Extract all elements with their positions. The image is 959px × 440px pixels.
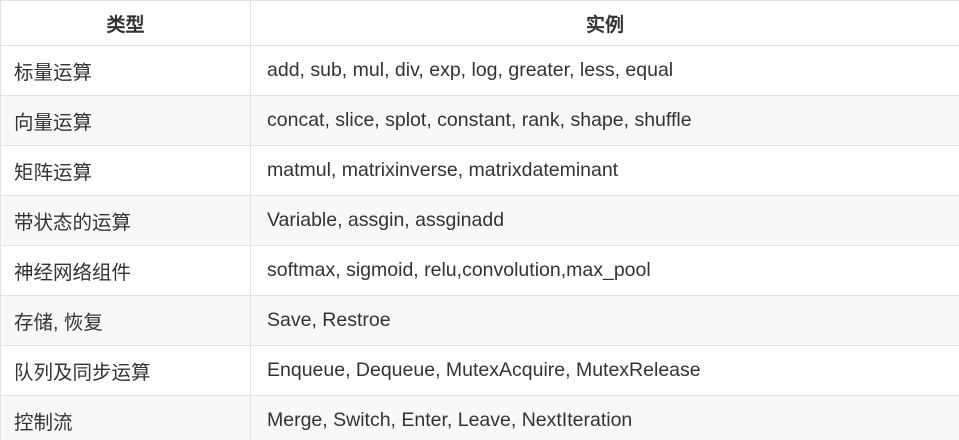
cell-examples: Variable, assgin, assginadd [250,195,959,246]
table-row: 神经网络组件 softmax, sigmoid, relu,convolutio… [0,245,959,296]
header-type: 类型 [0,0,251,46]
table-row: 矩阵运算 matmul, matrixinverse, matrixdatemi… [0,145,959,196]
table-row: 队列及同步运算 Enqueue, Dequeue, MutexAcquire, … [0,345,959,396]
cell-type: 神经网络组件 [0,245,251,296]
cell-type: 标量运算 [0,45,251,96]
cell-examples: softmax, sigmoid, relu,convolution,max_p… [250,245,959,296]
cell-examples: concat, slice, splot, constant, rank, sh… [250,95,959,146]
cell-type: 存储, 恢复 [0,295,251,346]
table-row: 向量运算 concat, slice, splot, constant, ran… [0,95,959,146]
cell-type: 矩阵运算 [0,145,251,196]
table-row: 带状态的运算 Variable, assgin, assginadd [0,195,959,246]
table-header-row: 类型 实例 [0,0,959,46]
cell-type: 控制流 [0,395,251,440]
cell-type: 队列及同步运算 [0,345,251,396]
table-row: 控制流 Merge, Switch, Enter, Leave, NextIte… [0,395,959,440]
table-row: 存储, 恢复 Save, Restroe [0,295,959,346]
cell-type: 带状态的运算 [0,195,251,246]
cell-examples: add, sub, mul, div, exp, log, greater, l… [250,45,959,96]
cell-examples: Merge, Switch, Enter, Leave, NextIterati… [250,395,959,440]
table-row: 标量运算 add, sub, mul, div, exp, log, great… [0,45,959,96]
cell-type: 向量运算 [0,95,251,146]
cell-examples: Save, Restroe [250,295,959,346]
header-examples: 实例 [250,0,959,46]
cell-examples: Enqueue, Dequeue, MutexAcquire, MutexRel… [250,345,959,396]
cell-examples: matmul, matrixinverse, matrixdateminant [250,145,959,196]
